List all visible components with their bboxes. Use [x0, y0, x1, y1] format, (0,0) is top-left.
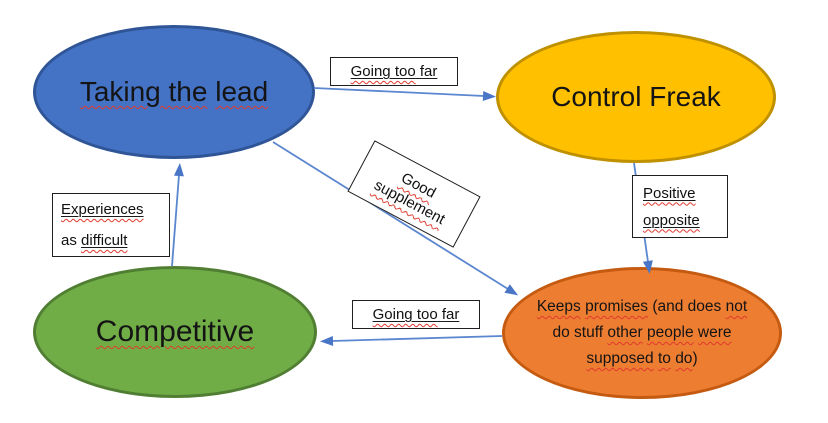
node-label-line: supposed to do)	[586, 346, 697, 372]
arrow-keeps-promises-to-competitive	[320, 335, 503, 346]
node-taking-the-lead: Taking the lead	[33, 25, 315, 159]
edge-label-text: Experiences	[61, 201, 144, 218]
node-label-text: Taking the	[79, 76, 208, 107]
arrow-competitive-to-taking-lead	[171, 163, 184, 267]
node-label-text: lead	[215, 76, 269, 107]
node-label-text: )	[692, 350, 698, 367]
node-label-text: not	[725, 298, 748, 315]
node-label-text: supposed	[586, 350, 654, 367]
node-label-text: to	[657, 350, 671, 367]
node-label-text: were	[697, 324, 732, 341]
node-competitive: Competitive	[33, 266, 317, 398]
node-label: Competitive	[95, 315, 255, 348]
node-label-text: promises	[585, 298, 648, 315]
edge-label-text: as difficult	[61, 232, 128, 249]
edge-label-going-too-far-bottom: Going too far	[352, 300, 480, 329]
node-label: Taking the lead	[80, 76, 268, 108]
edge-label-text: opposite	[643, 211, 700, 229]
edge-label-good-supplement: Good supplement	[347, 140, 481, 248]
edge-label-going-too-far-top: Going too far	[330, 57, 458, 86]
edge-label-text: Going too far	[350, 63, 438, 80]
node-label-text: other	[607, 324, 643, 341]
node-label-text: people	[647, 324, 694, 341]
edge-label-experiences-as-difficult: Experiences as difficult	[52, 193, 170, 257]
node-keeps-promises: Keeps promises (and does not do stuff ot…	[502, 267, 782, 399]
node-label-line: do stuff other people were	[553, 320, 732, 346]
edge-label-text: Going too far	[372, 306, 460, 323]
node-control-freak: Control Freak	[496, 31, 776, 163]
node-label-text: do	[675, 350, 693, 367]
edge-label-positive-opposite: Positive opposite	[632, 175, 728, 238]
node-label-text: do stuff	[552, 324, 604, 341]
node-label-text: Keeps	[536, 298, 581, 315]
node-label-line: Keeps promises (and does not	[537, 294, 747, 320]
arrow-taking-lead-to-control-freak	[313, 87, 496, 101]
edge-label-text: Positive	[643, 184, 696, 202]
node-label-text: (and does	[652, 298, 722, 315]
node-label: Control Freak	[551, 81, 721, 112]
